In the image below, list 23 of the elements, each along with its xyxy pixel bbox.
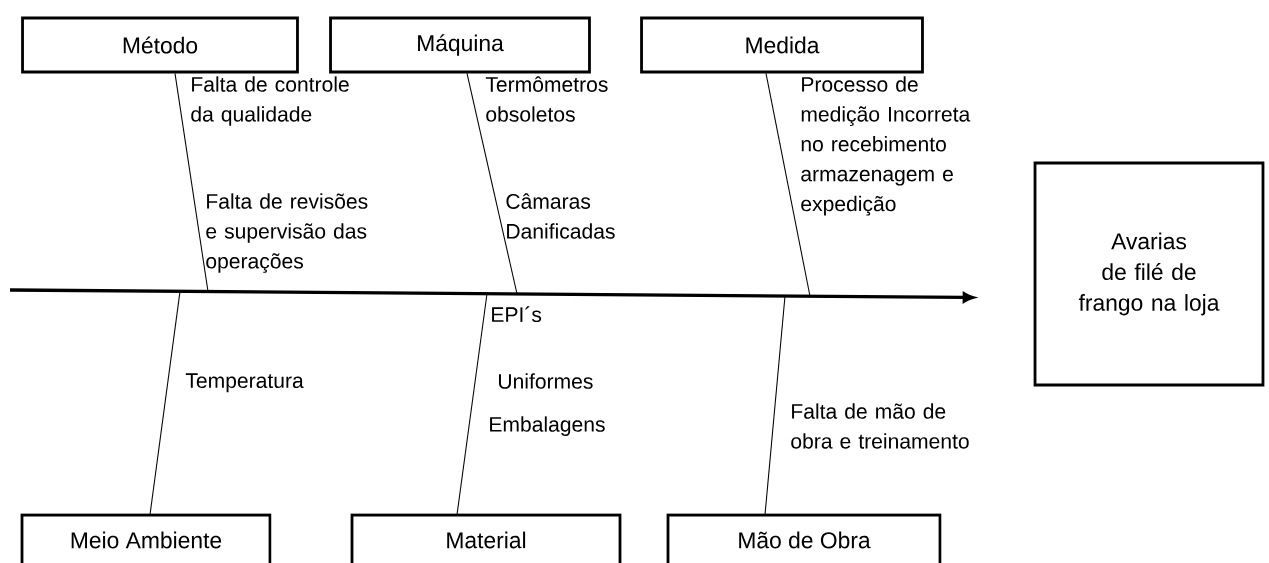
category-box: Método <box>21 16 299 74</box>
category-box: Meio Ambiente <box>20 513 272 563</box>
cause-text: Temperatura <box>185 373 304 393</box>
bone-line <box>456 293 488 516</box>
cause-text: Termômetros obsoletos <box>485 76 608 122</box>
cause-text: Falta de controle da qualidade <box>191 76 349 126</box>
cause-text: Uniformes <box>499 373 593 389</box>
bone-line <box>764 295 786 516</box>
cause-text: Processo de medição Incorreta no recebimento armazenagem e expedição <box>801 76 971 216</box>
cause-text: Falta de revisões e supervisão das operações <box>206 193 368 273</box>
cause-text: Embalagens <box>490 416 605 436</box>
bone-line <box>466 72 518 295</box>
bone-line <box>174 72 209 293</box>
category-box: Medida <box>640 16 924 74</box>
cause-text: EPI´s <box>492 306 542 323</box>
cause-text: Falta de mão de obra e treinamento <box>791 403 969 449</box>
category-box: Material <box>350 513 622 563</box>
effect-box: Avarias de filé de frango na loja <box>1033 161 1265 387</box>
category-box: Mão de Obra <box>666 513 942 563</box>
bone-line <box>149 290 181 516</box>
category-box: Máquina <box>329 16 591 74</box>
cause-text: Câmaras Danificadas <box>506 193 615 239</box>
bone-line <box>765 72 811 297</box>
